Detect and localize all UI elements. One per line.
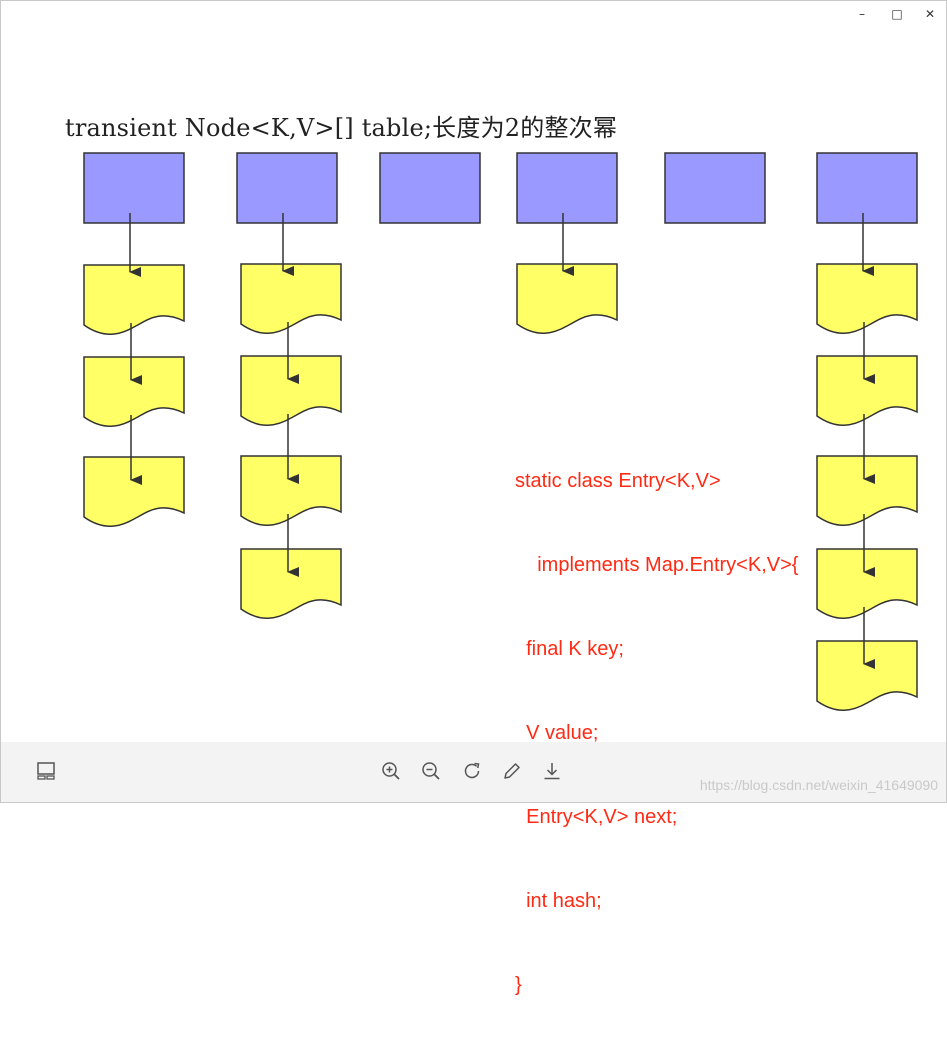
entry-node [816,548,918,619]
maximize-button[interactable]: □ [891,7,903,21]
entry-node [240,455,342,526]
zoom-in-icon[interactable] [379,759,403,783]
hashmap-diagram [83,152,918,711]
image-viewer-window: – □ ✕ transient Node<K,V>[] table;长度为2的整… [0,0,947,996]
code-line: Entry<K,V> next; [515,806,678,828]
next-pointers [129,213,875,669]
entry-node [816,263,918,334]
code-line: int hash; [515,890,602,912]
bucket-slot [816,152,918,224]
viewer-toolbar: https://blog.csdn.net/weixin_41649090 [1,742,946,802]
entry-node [816,455,918,526]
entry-node [240,548,342,619]
table-caption: transient Node<K,V>[] table;长度为2的整次幂 [65,114,618,142]
zoom-out-icon[interactable] [419,759,443,783]
entry-node [83,456,185,527]
thumbnail-icon[interactable] [34,759,58,783]
code-line: } [515,974,522,996]
bucket-slot [664,152,766,224]
bucket-slot [83,152,185,224]
minimize-button[interactable]: – [859,7,865,21]
entry-class-code: static class Entry<K,V> implements Map.E… [515,411,798,1055]
entry-node [816,640,918,711]
code-line: final K key; [515,638,624,660]
code-line: V value; [515,722,599,744]
entry-node [240,263,342,334]
watermark: https://blog.csdn.net/weixin_41649090 [699,777,938,793]
entry-nodes [83,263,918,711]
bucket-slot [236,152,338,224]
title-bar: – □ ✕ [1,1,946,27]
entry-node [816,355,918,426]
bucket-array [83,152,918,224]
code-line: implements Map.Entry<K,V>{ [515,554,799,576]
entry-node [83,264,185,335]
entry-node [83,356,185,427]
download-icon[interactable] [540,759,564,783]
bucket-slot [516,152,618,224]
close-button[interactable]: ✕ [924,7,936,21]
bucket-slot [379,152,481,224]
entry-node [240,355,342,426]
rotate-icon[interactable] [460,759,484,783]
code-line: static class Entry<K,V> [515,470,721,492]
image-canvas: transient Node<K,V>[] table;长度为2的整次幂 sta… [1,27,946,996]
edit-icon[interactable] [500,759,524,783]
entry-node [516,263,618,334]
